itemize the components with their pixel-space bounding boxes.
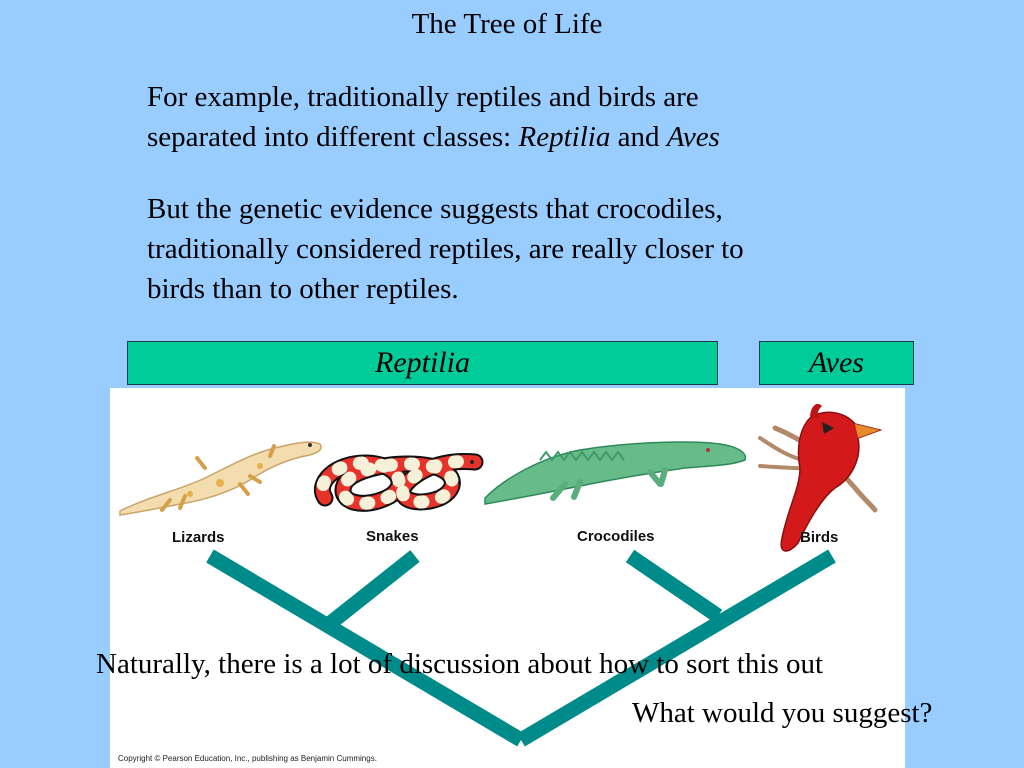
reptilia-category-box: Reptilia [127, 341, 718, 385]
branch-crocodiles [625, 549, 723, 623]
paragraph-line: traditionally considered reptiles, are r… [147, 233, 744, 265]
paragraph-line: birds than to other reptiles. [147, 273, 459, 305]
tree-branches [206, 549, 836, 747]
slide-title: The Tree of Life [411, 8, 603, 40]
copyright-notice: Copyright © Pearson Education, Inc., pub… [118, 754, 377, 763]
text-fragment: and [610, 121, 667, 153]
branch-snakes [323, 550, 420, 631]
text-fragment: separated into different classes: [147, 121, 519, 153]
label-snakes: Snakes [366, 528, 419, 545]
paragraph-genetic-evidence: But the genetic evidence suggests that c… [147, 189, 867, 309]
snake-image [314, 453, 484, 512]
phylogeny-diagram [119, 403, 883, 747]
branch-birds [517, 549, 836, 747]
paragraph-line: For example, traditionally reptiles and … [147, 81, 699, 113]
cardinal-image [758, 403, 883, 552]
paragraph-line: separated into different classes: Reptil… [147, 117, 867, 157]
question-text: What would you suggest? [632, 697, 933, 729]
paragraph-line: But the genetic evidence suggests that c… [147, 193, 723, 225]
label-lizards: Lizards [172, 529, 225, 546]
reptilia-term: Reptilia [518, 121, 611, 153]
phylogeny-figure: Lizards Snakes Crocodiles Birds Copyrigh… [110, 388, 905, 768]
lizard-image [119, 441, 322, 516]
label-crocodiles: Crocodiles [577, 528, 655, 545]
aves-term: Aves [666, 121, 720, 153]
discussion-text: Naturally, there is a lot of discussion … [96, 648, 824, 680]
branch-lizards [206, 549, 525, 747]
crocodile-image [484, 441, 747, 505]
aves-category-box: Aves [759, 341, 914, 385]
paragraph-classification: For example, traditionally reptiles and … [147, 77, 867, 157]
label-birds: Birds [800, 529, 839, 546]
